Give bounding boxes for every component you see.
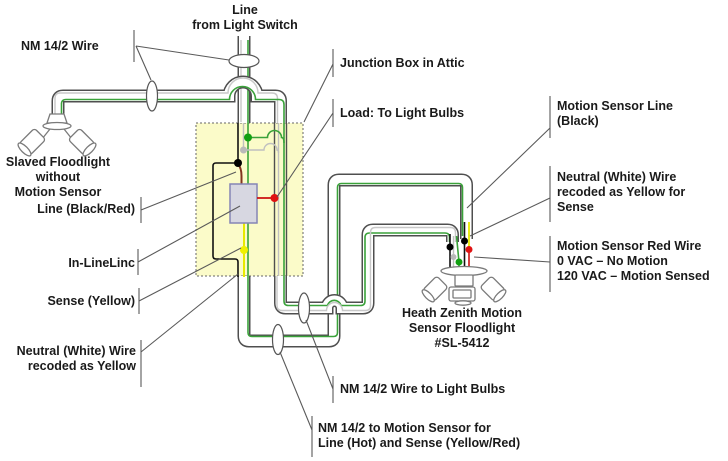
label-line-from-switch: Line from Light Switch (192, 3, 298, 32)
sensor-black-dot (461, 237, 468, 245)
label-sense-yellow: Sense (Yellow) (47, 294, 135, 308)
bulb-white-dot (450, 254, 457, 260)
label-neutral-recoded: Neutral (White) Wire recoded as Yellow (16, 344, 136, 373)
cable-marker-light-bulbs (297, 292, 311, 324)
leader-load (276, 99, 334, 198)
label-load: Load: To Light Bulbs (340, 106, 465, 120)
bulb-black-dot (446, 243, 454, 251)
cable-marker-motion-sensor (271, 323, 285, 356)
label-motion-sensor-red: Motion Sensor Red Wire 0 VAC – No Motion… (557, 239, 710, 283)
cable-marker-slaved (145, 80, 159, 112)
leader-inlinelinc (137, 205, 241, 275)
label-slaved-floodlight: Slaved Floodlight without Motion Sensor (5, 155, 111, 199)
cable-marker-switch-line (228, 53, 260, 69)
label-motion-sensor-line: Motion Sensor Line (Black) (557, 99, 673, 128)
label-neutral-recoded-sense: Neutral (White) Wire recoded as Yellow f… (557, 170, 686, 214)
inlinelinc-module (229, 183, 258, 224)
leader-nm-wire (133, 30, 230, 81)
label-nm-to-bulbs: NM 14/2 Wire to Light Bulbs (340, 382, 506, 396)
label-nm-wire: NM 14/2 Wire (21, 39, 99, 53)
label-nm-to-sensor: NM 14/2 to Motion Sensor for Line (Hot) … (318, 421, 521, 450)
load-junction-dot (270, 194, 279, 202)
slaved-floodlight-fixture (17, 113, 97, 157)
sense-junction-dot (240, 246, 248, 254)
in-box-tap-wires (244, 129, 285, 154)
line-hot-loop-wire (212, 162, 239, 277)
leader-motion-line (466, 96, 551, 209)
label-line-black-red: Line (Black/Red) (37, 202, 135, 216)
leader-neutral-sense (469, 166, 551, 237)
label-inlinelinc: In-LineLinc (68, 256, 135, 270)
label-junction-box: Junction Box in Attic (340, 56, 465, 70)
cable-to-motion-sensor (237, 173, 473, 356)
label-heath-zenith: Heath Zenith Motion Sensor Floodlight #S… (401, 306, 523, 350)
leader-lines (133, 30, 551, 457)
bulb-ground-dot (455, 258, 463, 266)
cable-to-slaved-floodlight (51, 75, 287, 123)
neutral-junction-dot (240, 146, 247, 154)
wire-junction-dots (234, 133, 473, 266)
leader-nm-bulbs (305, 319, 334, 403)
line-junction-dot (234, 159, 242, 167)
leader-red-wire (473, 236, 551, 292)
sensor-red-dot (465, 246, 473, 253)
leader-neutral-recoded (140, 273, 239, 387)
motion-floodlight-fixture (421, 265, 507, 306)
leader-line-black-red (140, 171, 237, 223)
leader-nm-sensor (279, 351, 313, 457)
leader-junction-box (303, 49, 334, 123)
ground-junction-dot (244, 133, 252, 142)
leader-sense (138, 247, 242, 314)
cable-to-light-bulbs (274, 223, 460, 324)
